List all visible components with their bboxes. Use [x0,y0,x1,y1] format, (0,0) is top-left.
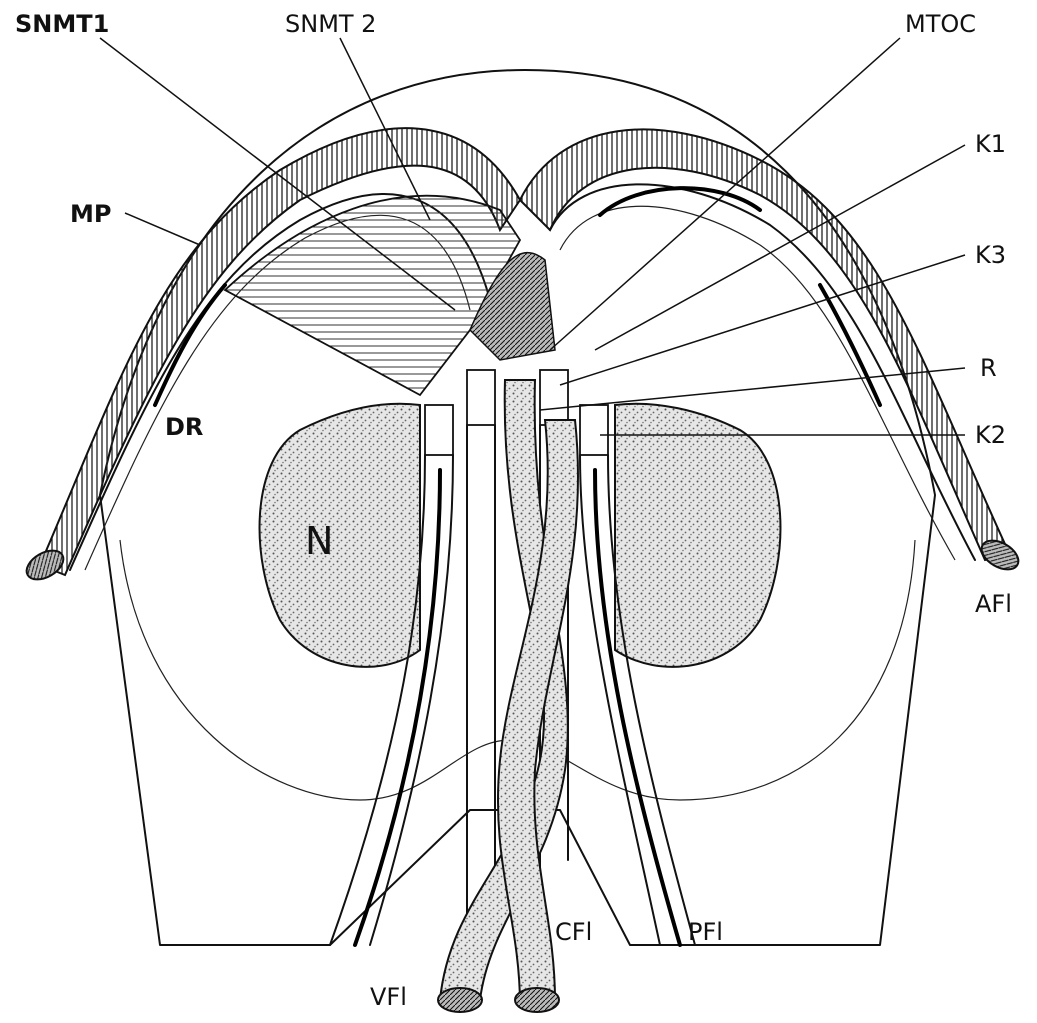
kinetosome-left-outer [425,405,453,455]
label-r: R [980,356,997,380]
label-dr: DR [165,415,203,439]
kinetosome-right-outer [580,405,608,455]
label-k1: K1 [975,132,1006,156]
label-pfl: PFl [688,920,723,944]
ventral-flagellum-end-left [438,988,482,1012]
leader-r [540,368,965,410]
snmt-fan [225,196,520,395]
label-mp: MP [70,202,111,226]
leader-mtoc [550,38,900,350]
nucleus-left [260,404,420,667]
label-snmt2: SNMT 2 [285,12,376,36]
kinetosome-left-inner [467,370,495,425]
kinetosome-right-inner [540,370,568,425]
label-snmt1: SNMT1 [15,12,109,36]
nucleus-right [615,404,780,667]
label-vfl: VFl [370,985,407,1009]
label-k3: K3 [975,243,1006,267]
label-mtoc: MTOC [905,12,976,36]
leader-mp [125,213,200,245]
label-cfl: CFl [555,920,592,944]
ventral-flagellum-end-right [515,988,559,1012]
label-afl: AFl [975,592,1012,616]
label-n: N [305,522,333,560]
label-k2: K2 [975,423,1006,447]
